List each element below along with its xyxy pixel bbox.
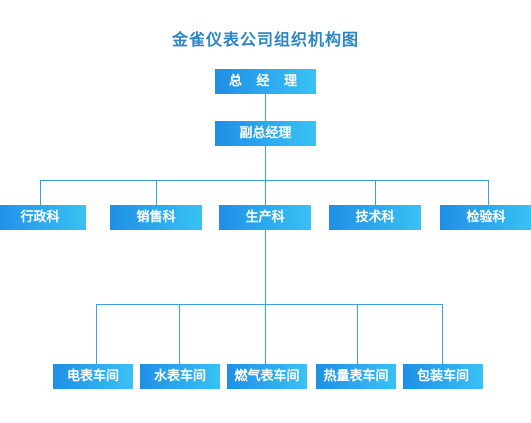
node-workshop-electric-meter: 电表车间 (53, 364, 133, 389)
chart-title: 金雀仪表公司组织机构图 (171, 30, 359, 49)
node-workshop-heat-meter: 热量表车间 (316, 364, 396, 389)
node-dept-technology: 技术科 (329, 205, 421, 230)
node-workshop-packaging: 包装车间 (403, 364, 483, 389)
node-dept-admin: 行政科 (0, 205, 86, 230)
node-workshop-water-meter: 水表车间 (140, 364, 220, 389)
node-dept-inspection: 检验科 (440, 205, 531, 230)
node-workshop-gas-meter: 燃气表车间 (227, 364, 307, 389)
node-general-manager: 总 经 理 (215, 69, 316, 94)
node-deputy-manager: 副总经理 (215, 121, 316, 146)
node-dept-production: 生产科 (219, 205, 311, 230)
node-dept-sales: 销售科 (110, 205, 202, 230)
